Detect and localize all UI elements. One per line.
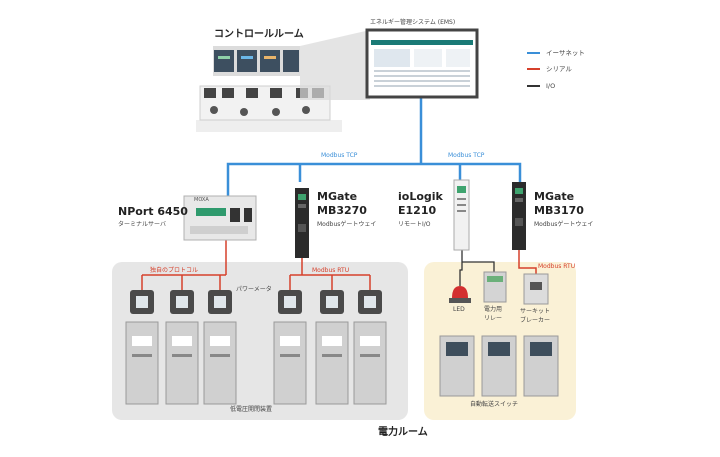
- left-modbus-rtu-label: Modbus RTU: [312, 267, 350, 274]
- control-room-illustration: [196, 30, 370, 132]
- serial-lines: [141, 240, 537, 290]
- mgate-mb3170-name-line2: MB3170: [534, 204, 584, 217]
- control-room-title: コントロールルーム: [214, 29, 304, 40]
- legend-swatches: [527, 52, 540, 87]
- io-lines: [459, 250, 495, 286]
- mgate-mb3170-subtitle: Modbusゲートウェイ: [534, 221, 594, 228]
- power-relay: [483, 271, 507, 303]
- mgate-mb3270-device: [295, 188, 309, 258]
- mgate-mb3270-name-line2: MB3270: [317, 204, 367, 217]
- relay-label-line2: リレー: [484, 315, 503, 322]
- ems-title: エネルギー管理システム (EMS): [370, 19, 456, 26]
- nport-subtitle: ターミナルサーバ: [118, 221, 166, 228]
- led-lamp: [449, 286, 471, 303]
- legend-ethernet-label: イーサネット: [546, 49, 585, 57]
- ats-label: 自動転送スイッチ: [470, 401, 519, 408]
- mgate-mb3270-subtitle: Modbusゲートウェイ: [317, 221, 377, 228]
- iologik-subtitle: リモートI/O: [398, 221, 431, 228]
- mgate-mb3170-device: [512, 182, 526, 250]
- nport-6450-device: [183, 195, 257, 241]
- led-label: LED: [453, 306, 465, 313]
- power-meters: [130, 290, 382, 314]
- mgate-mb3170-name-line1: MGate: [534, 190, 575, 203]
- modbus-tcp-left-label: Modbus TCP: [321, 152, 358, 159]
- relay-label-line1: 電力用: [484, 306, 503, 313]
- legend-io-label: I/O: [546, 82, 556, 90]
- ethernet-lines: [226, 96, 522, 196]
- legend-serial-label: シリアル: [546, 65, 572, 73]
- iologik-e1210-device: [453, 179, 470, 251]
- iologik-name-line2: E1210: [398, 204, 437, 217]
- switchgear-cabinets: [125, 321, 387, 405]
- ats-cabinets: [439, 335, 559, 397]
- modbus-tcp-right-label: Modbus TCP: [448, 152, 485, 159]
- iologik-name-line1: ioLogik: [398, 190, 443, 203]
- power-room-title: 電力ルーム: [378, 427, 428, 438]
- switchgear-label: 低電圧開閉装置: [230, 406, 273, 413]
- proprietary-protocol-label: 独自のプロトコル: [150, 267, 199, 274]
- breaker-label-line1: サーキット: [520, 308, 551, 315]
- mgate-mb3270-name-line1: MGate: [317, 190, 358, 203]
- nport-brand: MOXA: [194, 197, 209, 203]
- ems-screen: [365, 28, 479, 99]
- circuit-breaker: [523, 273, 549, 305]
- nport-name: NPort 6450: [118, 205, 188, 218]
- breaker-label-line2: ブレーカー: [520, 317, 551, 324]
- power-meter-label: パワーメータ: [236, 286, 272, 293]
- right-modbus-rtu-label: Modbus RTU: [538, 263, 576, 270]
